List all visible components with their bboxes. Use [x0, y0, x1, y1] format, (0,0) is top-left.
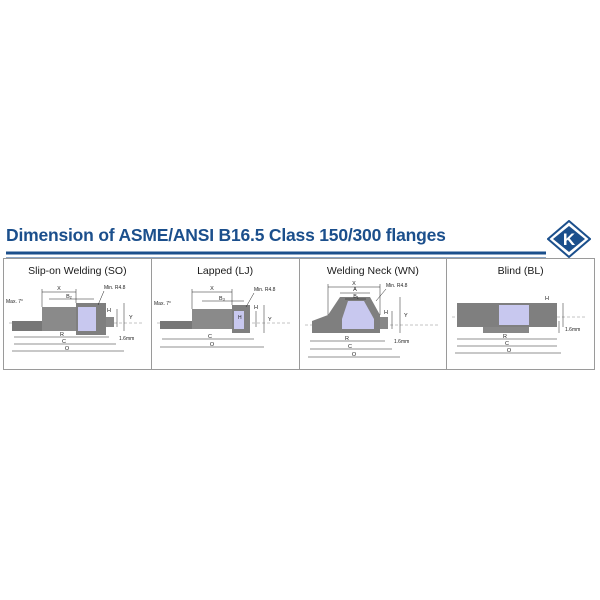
blind-diagram: H R C O 1.6mm: [452, 296, 588, 354]
label-r: R: [345, 336, 349, 342]
bore-highlight: [78, 307, 96, 331]
label-thickness: 1.6mm: [394, 339, 409, 345]
label-thickness: 1.6mm: [565, 327, 580, 333]
label-o: O: [210, 342, 215, 348]
label-o: O: [351, 352, 356, 358]
panel-title: Slip-on Welding (SO): [28, 265, 127, 277]
slip-on-diagram: X B₂ Max. 7° Min. R4.8 H Y R C O 1.6mm: [6, 285, 144, 352]
label-b1: B₁: [353, 294, 359, 300]
flange-panels: Slip-on Welding (SO) X B₂ Max. 7° Min. R…: [3, 258, 595, 370]
panel-title: Welding Neck (WN): [326, 265, 419, 277]
label-c: C: [208, 334, 212, 340]
logo-letter: K: [563, 230, 576, 249]
bore-highlight: [233, 311, 244, 329]
label-h: H: [254, 305, 258, 311]
hub-section: [42, 307, 76, 331]
panel-title: Lapped (LJ): [197, 265, 254, 277]
lapped-diagram: X B₃ Max. 7° Min. R4.8 H H Y C O: [154, 286, 292, 348]
hub-section: [191, 309, 232, 329]
panel-lapped: Lapped (LJ) X B₃ Max. 7° Min. R4.8 H H Y…: [152, 259, 300, 369]
label-min-radius: Min. R4.8: [386, 283, 408, 289]
label-b2: B₂: [66, 294, 72, 300]
label-max-angle: Max. 7°: [6, 299, 23, 305]
header: Dimension of ASME/ANSI B16.5 Class 150/3…: [0, 218, 600, 260]
welding-neck-diagram: X A B₁ Min. R4.8 H Y R C O 1.6mm: [304, 281, 440, 358]
panel-blind: Blind (BL) H R C O 1.6mm: [447, 259, 594, 369]
raised-face: [483, 327, 530, 333]
label-x: X: [57, 286, 61, 292]
label-r: R: [503, 334, 507, 340]
label-h: H: [107, 308, 111, 314]
label-min-radius: Min. R4.8: [104, 285, 126, 291]
label-h: H: [384, 310, 388, 316]
label-x: X: [210, 286, 214, 292]
pipe-section: [159, 321, 208, 329]
label-o: O: [65, 346, 70, 352]
panel-welding-neck: Welding Neck (WN) X A B₁ Min. R4.8 H Y R…: [300, 259, 448, 369]
panel-slip-on: Slip-on Welding (SO) X B₂ Max. 7° Min. R…: [4, 259, 152, 369]
logo-icon: K: [547, 220, 591, 258]
label-min-radius: Min. R4.8: [254, 287, 276, 293]
label-r1: H: [238, 315, 242, 321]
label-y: Y: [404, 313, 408, 319]
raised-face: [379, 317, 388, 329]
label-thickness: 1.6mm: [119, 336, 134, 342]
raised-face: [106, 317, 114, 327]
label-r: R: [60, 332, 64, 338]
label-c: C: [505, 341, 509, 347]
label-max-angle: Max. 7°: [154, 301, 171, 307]
label-h: H: [545, 296, 549, 302]
pipe-section: [12, 321, 66, 331]
label-o: O: [507, 348, 512, 354]
label-c: C: [62, 339, 66, 345]
panel-title: Blind (BL): [497, 265, 544, 277]
label-a: A: [353, 287, 357, 293]
face-highlight: [499, 305, 530, 325]
label-y: Y: [268, 317, 272, 323]
bore-highlight: [341, 301, 374, 329]
label-b3: B₃: [219, 296, 225, 302]
label-c: C: [348, 344, 352, 350]
label-y: Y: [129, 315, 133, 321]
page-title: Dimension of ASME/ANSI B16.5 Class 150/3…: [6, 225, 446, 245]
label-x: X: [352, 281, 356, 287]
